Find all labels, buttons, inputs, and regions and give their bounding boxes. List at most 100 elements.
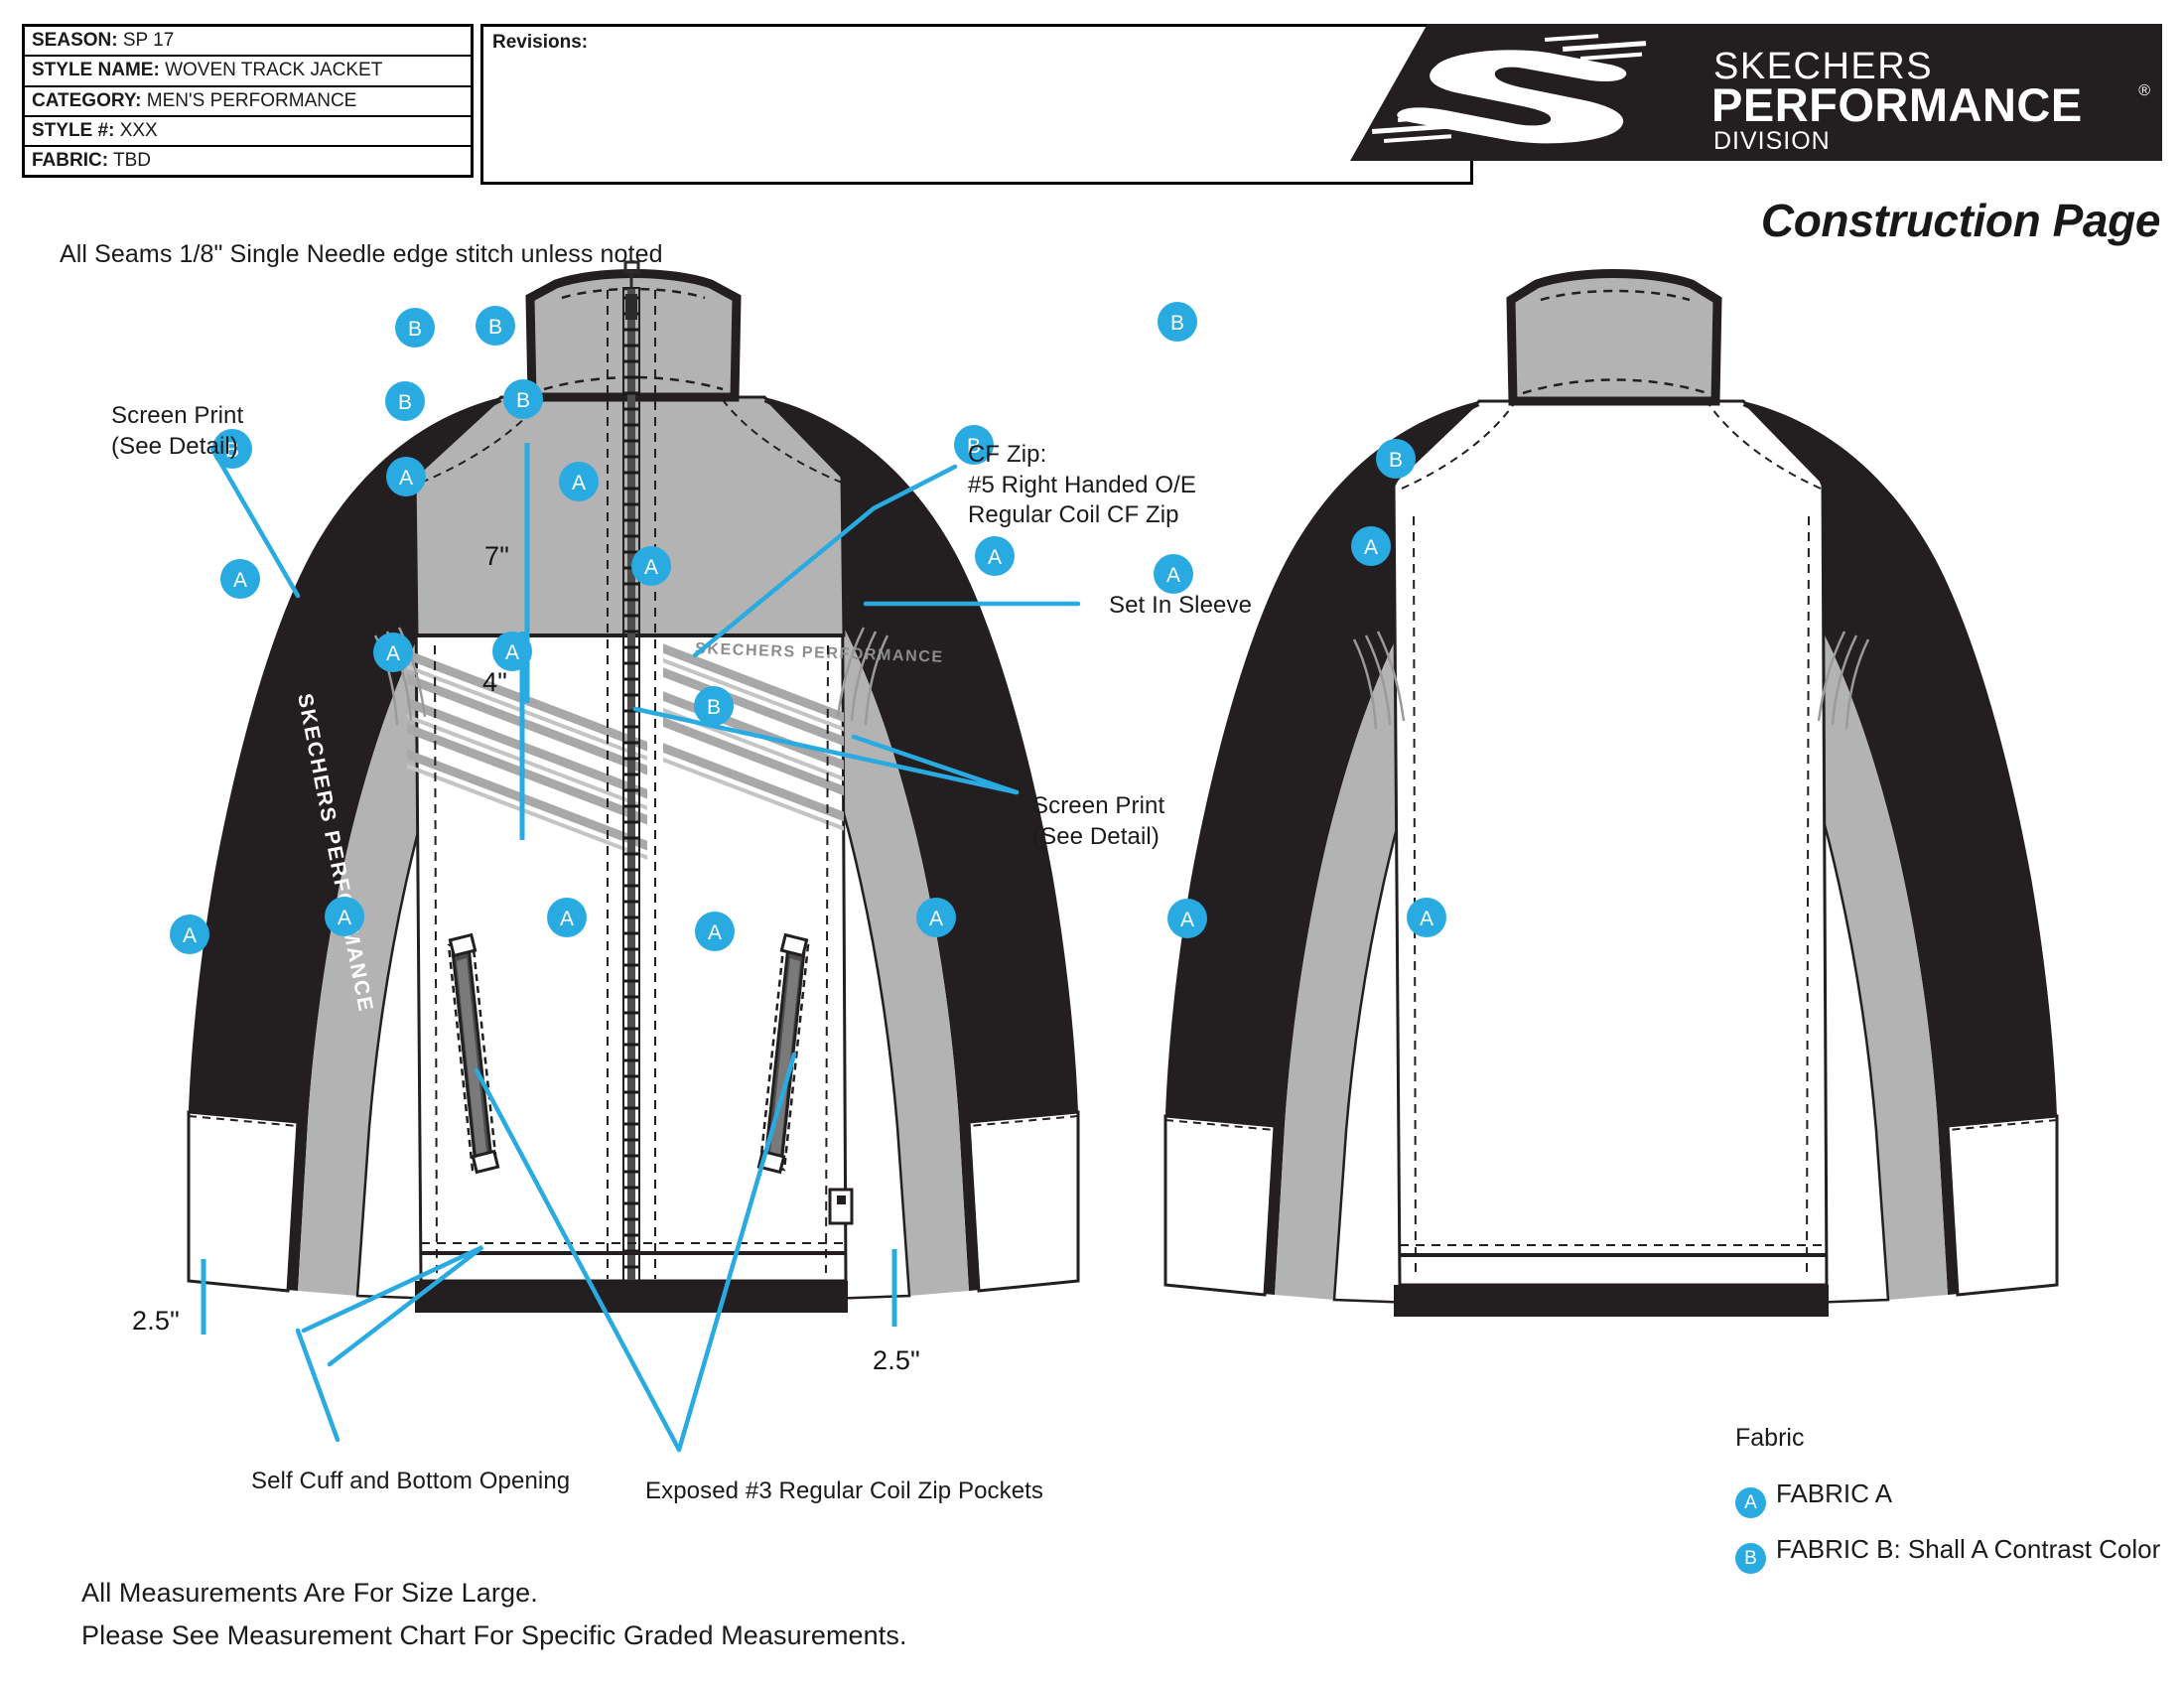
footer-note-line1: All Measurements Are For Size Large. xyxy=(81,1578,538,1608)
fabric-marker-b: B xyxy=(503,379,543,419)
svg-text:B: B xyxy=(707,696,721,719)
leader-screenprint-right-b xyxy=(632,706,1020,795)
annotation-cf-zip: CF Zip: #5 Right Handed O/E Regular Coil… xyxy=(968,440,1196,531)
fabric-marker-a: A xyxy=(170,914,209,954)
svg-text:A: A xyxy=(183,924,197,947)
front-cf-zip-pull xyxy=(623,260,640,320)
svg-text:A: A xyxy=(644,556,658,579)
back-right-cuff xyxy=(1946,1114,2059,1297)
spec-label-category: CATEGORY: xyxy=(32,89,142,111)
front-right-sleeve-black-panel xyxy=(731,397,1078,1291)
spec-value-style-number: XXX xyxy=(119,119,158,141)
legend-title: Fabric xyxy=(1735,1424,1805,1452)
front-screenprint-left-stripes xyxy=(407,638,647,874)
annotation-screen-print-left-line1: Screen Print xyxy=(111,402,244,429)
legend-label-fabric-b: FABRIC B: Shall A Contrast Color xyxy=(1776,1534,2161,1564)
fabric-marker-a: A xyxy=(975,536,1015,576)
annotation-cf-zip-line3: Regular Coil CF Zip xyxy=(968,501,1179,529)
fabric-marker-a: A xyxy=(1351,526,1391,566)
front-right-cuff-stitch xyxy=(968,1115,1079,1127)
leader-screenprint-right-a xyxy=(851,734,1020,795)
front-left-sleeve-black-panel xyxy=(189,397,536,1291)
back-left-sleeve-black-panel xyxy=(1165,401,1513,1295)
spec-value-category: MEN'S PERFORMANCE xyxy=(146,89,357,111)
legend-chip-b: B xyxy=(1735,1543,1766,1574)
front-hem-band xyxy=(415,1281,848,1313)
annotation-screen-print-right: Screen Print (See Detail) xyxy=(1032,791,1164,852)
back-collar-top-stitch xyxy=(1540,289,1691,302)
fabric-marker-a: A xyxy=(1167,899,1207,938)
annotation-screen-print-right-line2: (See Detail) xyxy=(1032,822,1160,850)
spec-label-style-name: STYLE NAME: xyxy=(32,60,160,81)
skechers-s-logo xyxy=(1372,34,1647,144)
svg-text:B: B xyxy=(1389,449,1403,472)
leader-pocket-left xyxy=(474,1067,682,1453)
fabric-marker-b: B xyxy=(1158,302,1197,342)
svg-text:A: A xyxy=(386,642,400,665)
leader-self-cuff-tail xyxy=(295,1328,341,1443)
brand-banner: SKECHERS PERFORMANCE ® DIVISION xyxy=(1350,24,2162,161)
annotation-screen-print-left: Screen Print (See Detail) xyxy=(111,401,243,462)
leader-cf-zip xyxy=(692,464,958,658)
back-view-jacket xyxy=(1163,269,2059,1317)
page-title: Construction Page xyxy=(1760,195,2161,246)
spec-label-season: SEASON: xyxy=(32,30,118,51)
fabric-marker-a: A xyxy=(373,633,413,672)
front-left-pocket-zip xyxy=(447,932,500,1175)
fabric-marker-a: A xyxy=(220,559,260,599)
svg-text:B: B xyxy=(488,316,502,339)
fabric-marker-b: B xyxy=(385,381,425,421)
svg-text:A: A xyxy=(1364,536,1378,559)
svg-text:A: A xyxy=(988,546,1002,569)
footer-note-line2: Please See Measurement Chart For Specifi… xyxy=(81,1620,907,1650)
svg-text:A: A xyxy=(560,908,574,930)
fabric-marker-a: A xyxy=(631,546,671,586)
fabric-marker-b: B xyxy=(694,686,734,726)
back-right-sleeve-black-panel xyxy=(1709,401,2057,1295)
brand-line-1: SKECHERS xyxy=(1713,46,1933,87)
fabric-marker-a: A xyxy=(1154,554,1193,594)
back-left-armhole-stitch xyxy=(1393,404,1480,488)
legend-label-fabric-a: FABRIC A xyxy=(1776,1478,1893,1508)
back-hem-band xyxy=(1394,1285,1829,1317)
style-spec-table: SEASON: SP 17 STYLE NAME: WOVEN TRACK JA… xyxy=(22,24,474,179)
annotation-cf-zip-line1: CF Zip: xyxy=(968,441,1047,468)
spec-row-season: SEASON: SP 17 xyxy=(23,25,473,58)
back-right-armhole-stitch xyxy=(1742,404,1824,488)
leader-pocket-right xyxy=(676,1052,797,1453)
annotation-cf-zip-line2: #5 Right Handed O/E xyxy=(968,471,1197,498)
dimension-label-hem-right: 2.5" xyxy=(873,1345,920,1375)
fabric-marker-a: A xyxy=(559,462,599,501)
brand-line-3: DIVISION xyxy=(1713,127,1831,155)
spec-row-style-name: STYLE NAME: WOVEN TRACK JACKET xyxy=(23,56,473,87)
svg-text:A: A xyxy=(572,472,586,494)
svg-text:B: B xyxy=(967,435,981,458)
annotation-self-cuff: Self Cuff and Bottom Opening xyxy=(251,1468,571,1494)
svg-text:B: B xyxy=(1170,312,1184,335)
annotation-set-in-sleeve: Set In Sleeve xyxy=(1109,592,1253,619)
front-view-jacket: SKECHERS PERFORMANCE xyxy=(187,260,1080,1313)
front-left-cuff xyxy=(187,1110,300,1293)
front-care-label xyxy=(828,1188,854,1225)
svg-text:A: A xyxy=(1166,564,1180,587)
dimension-label-cuff-left: 2.5" xyxy=(132,1306,180,1336)
back-body-panel xyxy=(1392,399,1829,1287)
front-care-label-mark xyxy=(837,1196,846,1204)
fabric-marker-b: B xyxy=(954,425,994,465)
fabric-marker-b: B xyxy=(395,308,435,348)
brand-line-2: PERFORMANCE xyxy=(1711,78,2083,131)
front-right-yoke-stitch xyxy=(720,396,843,484)
callout-leader-lines xyxy=(209,446,1081,1453)
spec-value-fabric: TBD xyxy=(113,150,151,172)
front-left-yoke-stitch xyxy=(420,396,545,484)
svg-text:B: B xyxy=(516,389,530,412)
front-right-cuff xyxy=(967,1110,1080,1293)
fabric-marker-a: A xyxy=(916,898,956,937)
svg-text:A: A xyxy=(1420,908,1433,930)
annotation-screen-print-right-line1: Screen Print xyxy=(1032,792,1165,819)
back-collar-bottom-stitch xyxy=(1522,378,1708,395)
fabric-marker-a: A xyxy=(1407,898,1446,937)
